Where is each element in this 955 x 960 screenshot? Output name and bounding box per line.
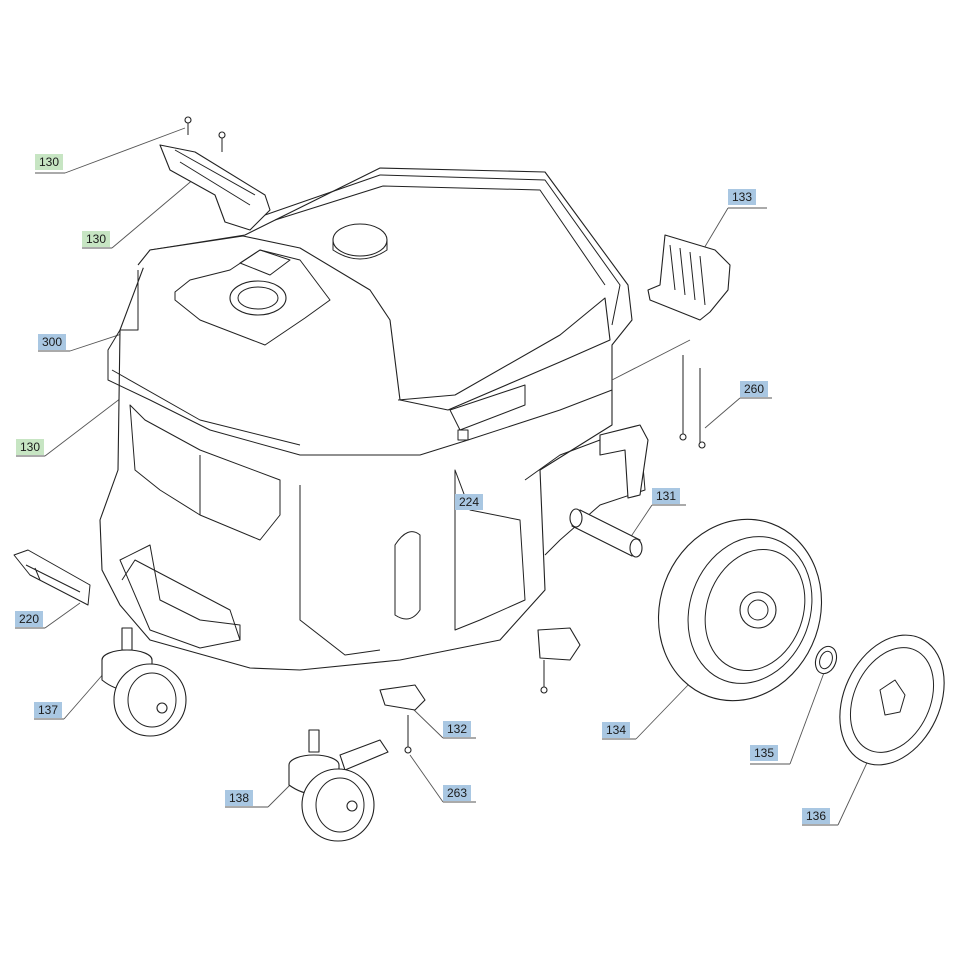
callout-130-top-screws[interactable]: 130 (35, 154, 64, 170)
callout-138[interactable]: 138 (225, 790, 254, 806)
callout-263[interactable]: 263 (443, 785, 472, 801)
top-clip-parts (159, 116, 271, 231)
clip-parts (379, 627, 581, 754)
callout-134[interactable]: 134 (602, 722, 631, 738)
callout-131[interactable]: 131 (652, 488, 681, 504)
axle-part (569, 508, 643, 558)
callout-137[interactable]: 137 (34, 702, 63, 718)
caster-137 (101, 627, 187, 737)
callout-135[interactable]: 135 (750, 745, 779, 761)
callout-220[interactable]: 220 (15, 611, 44, 627)
callout-130-top-clip[interactable]: 130 (82, 231, 111, 247)
wheel-parts (657, 518, 945, 766)
bracket-parts (611, 234, 731, 449)
callout-136[interactable]: 136 (802, 808, 831, 824)
callout-132[interactable]: 132 (443, 721, 472, 737)
callout-300[interactable]: 300 (38, 334, 67, 350)
caster-138 (288, 729, 389, 842)
callout-133[interactable]: 133 (728, 189, 757, 205)
container-body (99, 167, 649, 671)
plate-part (13, 549, 91, 606)
callout-224[interactable]: 224 (455, 494, 484, 510)
callout-130-side[interactable]: 130 (16, 439, 45, 455)
callout-260[interactable]: 260 (740, 381, 769, 397)
